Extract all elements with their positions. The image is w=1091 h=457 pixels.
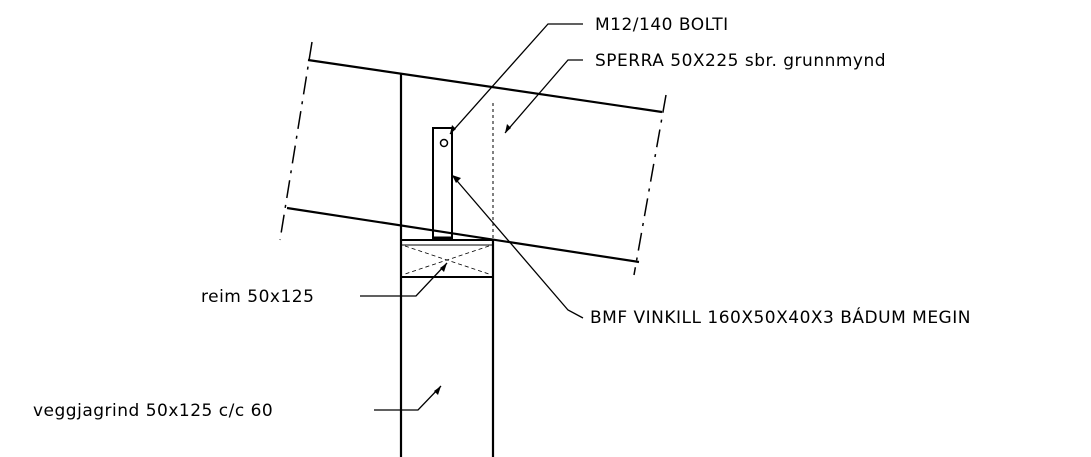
label-rafter: SPERRA 50X225 sbr. grunnmynd	[595, 51, 886, 71]
leader-rafter	[504, 59, 583, 134]
angle-bracket	[432, 127, 453, 240]
angle-bracket-outline	[432, 127, 453, 239]
label-wall-frame: veggjagrind 50x125 c/c 60	[33, 401, 273, 421]
top-plate-outline	[400, 239, 494, 278]
rafter	[279, 41, 667, 276]
bolt-hole	[439, 138, 449, 148]
rafter-top-edge	[307, 58, 663, 114]
label-bolt: M12/140 BOLTI	[595, 15, 729, 35]
rafter-break-line-right	[633, 94, 667, 276]
leader-bolt	[449, 23, 583, 135]
leader-plate	[360, 262, 448, 297]
top-plate	[400, 239, 494, 278]
rafter-bottom-edge	[286, 206, 640, 264]
label-angle-bracket: BMF VINKILL 160X50X40X3 BÁDUM MEGIN	[590, 306, 971, 328]
leader-angle-bracket	[451, 174, 584, 319]
top-plate-cross-2	[404, 245, 490, 275]
rafter-break-line-left	[279, 41, 313, 241]
label-plate: reim 50x125	[201, 287, 314, 307]
leader-wall-frame	[374, 385, 442, 411]
wall-frame	[399, 73, 495, 457]
